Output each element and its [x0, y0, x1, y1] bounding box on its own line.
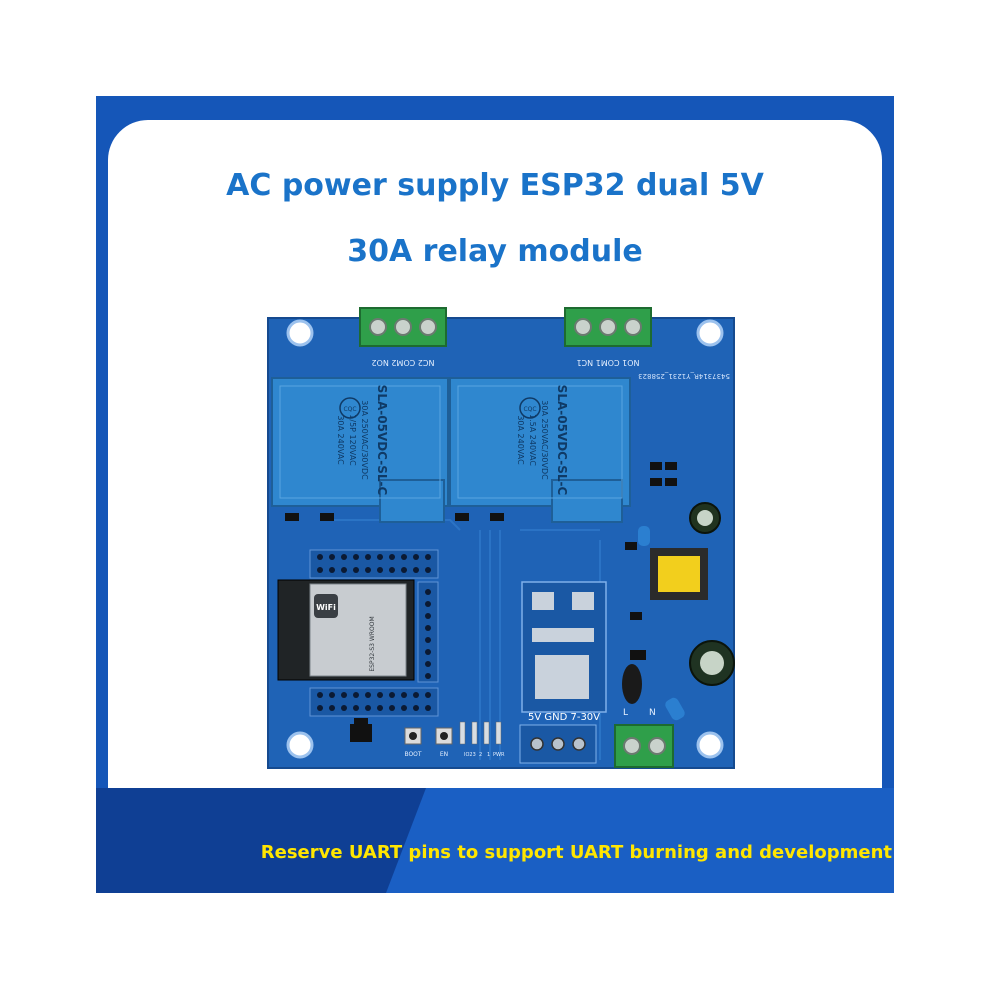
power-label: 5V GND 7-30V	[528, 712, 600, 723]
status-leds	[459, 721, 502, 745]
en-button	[435, 727, 453, 745]
smd-parts	[285, 462, 677, 660]
relay1-cqc-text: CQC	[523, 406, 536, 413]
relay2-rating-240: 30A 240VAC	[336, 415, 345, 465]
led-label-pwr: PWR	[493, 752, 505, 758]
header-pins-top	[309, 549, 439, 579]
dc-input-pads	[521, 581, 607, 713]
relay1-cqc-mark	[519, 397, 541, 419]
esp32-module	[277, 579, 415, 681]
mounting-holes	[286, 319, 724, 759]
terminal-block-relay1	[564, 307, 652, 347]
relay2-cqc-text: CQC	[343, 406, 356, 413]
power-transformer	[650, 548, 708, 600]
capacitor-small	[689, 502, 721, 534]
relay2-rating-120: 1/5P 120VAC	[348, 414, 357, 466]
banner-title-line1: AC power supply ESP32 dual 5V	[226, 168, 764, 203]
relay1-model: SLA-05VDC-SL-C	[555, 385, 569, 496]
led-label-io23: IO23	[464, 752, 476, 758]
boot-label: BOOT	[404, 751, 421, 758]
led-label-1: 1	[487, 752, 490, 758]
relay-board-image: NC2 COM2 NO2 NO1 COM1 NC1 5437314R_Y1231…	[267, 307, 735, 769]
capacitor-large	[689, 640, 735, 686]
relay2-cqc-mark	[339, 397, 361, 419]
caption-band-accent	[386, 788, 894, 893]
terminal-label-relay1: NO1 COM1 NC1	[577, 358, 640, 367]
relay2-rating: 30A 250VAC/30VDC	[360, 400, 369, 480]
banner-title-line2: 30A relay module	[347, 234, 643, 269]
esp32-module-text: ESP32-S3 WROOM	[369, 616, 376, 671]
relay-2	[271, 377, 449, 523]
dc-input-holes	[519, 724, 597, 764]
ac-label-l: L	[623, 708, 628, 718]
banner-caption: Reserve UART pins to support UART burnin…	[260, 842, 892, 863]
relay1-rating: 30A 250VAC/30VDC	[540, 400, 549, 480]
relay1-rating-240: 1.5A 240VAC	[528, 414, 537, 466]
regulator	[350, 718, 372, 742]
relay1-rating-30a: 30A 240VAC	[516, 415, 525, 465]
boot-button	[404, 727, 422, 745]
relay-1	[449, 377, 631, 523]
header-pins-top-holes	[317, 554, 431, 573]
terminal-block-ac	[614, 724, 674, 768]
header-pins-side	[417, 581, 439, 683]
led-label-2: 2	[479, 752, 482, 758]
relay2-model: SLA-05VDC-SL-C	[375, 385, 389, 496]
header-pins-bottom	[309, 687, 439, 717]
board-serial: 5437314R_Y1231_258823	[638, 372, 730, 380]
varistor	[622, 526, 685, 721]
wifi-logo: WiFi	[316, 603, 336, 612]
en-label: EN	[440, 751, 448, 758]
ac-label-n: N	[649, 708, 656, 718]
terminal-label-relay2: NC2 COM2 NO2	[372, 358, 435, 367]
terminal-block-relay2	[359, 307, 447, 347]
